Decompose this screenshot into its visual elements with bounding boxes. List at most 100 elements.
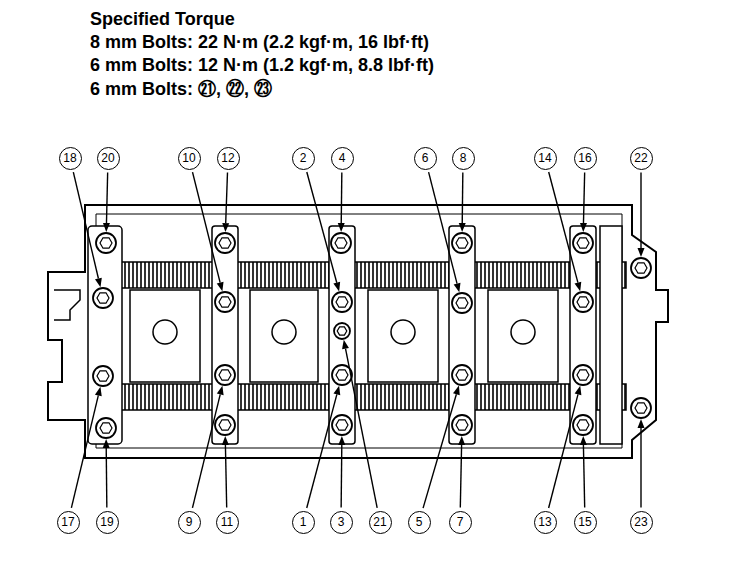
arrowhead bbox=[95, 387, 102, 397]
arrowhead bbox=[638, 419, 645, 428]
bolt bbox=[215, 233, 235, 253]
leader bbox=[429, 172, 461, 292]
bolt-head bbox=[452, 233, 472, 253]
arrowhead bbox=[222, 436, 229, 445]
arrowhead bbox=[580, 223, 587, 232]
callout-number: 9 bbox=[178, 511, 201, 534]
leader-line bbox=[341, 172, 343, 223]
bolt bbox=[573, 292, 593, 312]
bracket bbox=[600, 226, 622, 444]
bolt-hex bbox=[456, 238, 468, 248]
bolt-hex bbox=[100, 423, 112, 433]
bolt-head bbox=[631, 258, 651, 278]
leader-line bbox=[225, 445, 226, 508]
bolt bbox=[215, 415, 235, 435]
leader-line bbox=[583, 445, 584, 508]
leader-line bbox=[549, 172, 578, 283]
callout-number: 2 bbox=[292, 147, 315, 170]
arrowhead bbox=[580, 436, 587, 445]
leader bbox=[580, 172, 587, 232]
bolt-head bbox=[452, 365, 472, 385]
plug-hole bbox=[153, 320, 177, 344]
bolt-head bbox=[452, 293, 472, 313]
bolt-head bbox=[93, 288, 113, 308]
arrowhead bbox=[217, 282, 224, 292]
bolt-head bbox=[573, 365, 593, 385]
arrowhead bbox=[458, 436, 465, 445]
callout-number: 6 bbox=[414, 147, 437, 170]
bolt-hex bbox=[635, 263, 647, 273]
callout-number: 5 bbox=[408, 511, 431, 534]
arrowhead bbox=[338, 223, 345, 232]
bolt bbox=[215, 292, 235, 312]
leader bbox=[549, 386, 582, 508]
bolt-hex bbox=[577, 370, 589, 380]
leader-line bbox=[226, 172, 228, 223]
bolt-head bbox=[631, 398, 651, 418]
bolt-head bbox=[332, 415, 352, 435]
callout-number: 12 bbox=[217, 147, 240, 170]
bolt-head bbox=[573, 415, 593, 435]
callout-number: 7 bbox=[449, 511, 472, 534]
bolt-hex bbox=[219, 238, 231, 248]
bolt bbox=[452, 415, 472, 435]
arrowhead bbox=[222, 223, 229, 232]
callout-number: 20 bbox=[97, 147, 120, 170]
bolt-head bbox=[331, 233, 351, 253]
leader bbox=[580, 436, 587, 508]
leader bbox=[338, 172, 345, 232]
arrowhead bbox=[338, 436, 345, 445]
bolt-hex bbox=[456, 370, 468, 380]
callout-number: 16 bbox=[574, 147, 597, 170]
plug-well bbox=[368, 290, 438, 382]
bolt-head bbox=[334, 323, 350, 339]
callout-number: 13 bbox=[534, 511, 557, 534]
arrowhead bbox=[103, 223, 110, 232]
heading: Specified Torque bbox=[90, 8, 235, 30]
bolt-hex bbox=[577, 297, 589, 307]
callout-number: 18 bbox=[59, 147, 82, 170]
leader-line bbox=[640, 173, 641, 249]
leader bbox=[342, 340, 377, 508]
bolt bbox=[452, 293, 472, 313]
leader bbox=[103, 172, 110, 232]
leader-line bbox=[192, 394, 220, 507]
bolt bbox=[452, 233, 472, 253]
leader-line bbox=[106, 448, 108, 508]
end-detail bbox=[54, 290, 80, 320]
bolt bbox=[631, 398, 651, 418]
bolt bbox=[334, 323, 350, 339]
arrowhead bbox=[333, 282, 340, 292]
bolt bbox=[96, 418, 116, 438]
bolt-hex bbox=[219, 370, 231, 380]
leader bbox=[338, 436, 345, 508]
bolt bbox=[452, 365, 472, 385]
torque-spec: 6 mm Bolts: 12 N·m (1.2 kgf·m, 8.8 lbf·f… bbox=[90, 54, 434, 76]
bolt-head bbox=[215, 365, 235, 385]
callout-number: 22 bbox=[630, 147, 653, 170]
bolt bbox=[93, 366, 113, 386]
arrowhead bbox=[453, 386, 460, 396]
leader-line bbox=[346, 349, 378, 508]
leader bbox=[638, 419, 645, 508]
plug-well bbox=[488, 290, 558, 382]
bolt-hex bbox=[577, 420, 589, 430]
leader bbox=[222, 172, 229, 232]
bolt-hex bbox=[456, 420, 468, 430]
callout-number: 21 bbox=[369, 511, 392, 534]
callout-number: 1 bbox=[292, 511, 315, 534]
bolt bbox=[631, 258, 651, 278]
leader bbox=[103, 439, 110, 508]
arrowhead bbox=[575, 282, 582, 292]
bolt-hex bbox=[335, 238, 347, 248]
bolt-head bbox=[452, 415, 472, 435]
leader-line bbox=[423, 394, 456, 508]
callout-number: 10 bbox=[178, 147, 201, 170]
camshaft-holder bbox=[449, 226, 475, 444]
bolt-hex bbox=[219, 420, 231, 430]
camshaft bbox=[96, 262, 626, 288]
arrowhead bbox=[95, 278, 102, 288]
bolt-head bbox=[215, 233, 235, 253]
leader-line bbox=[549, 394, 578, 508]
plug-hole bbox=[511, 320, 535, 344]
